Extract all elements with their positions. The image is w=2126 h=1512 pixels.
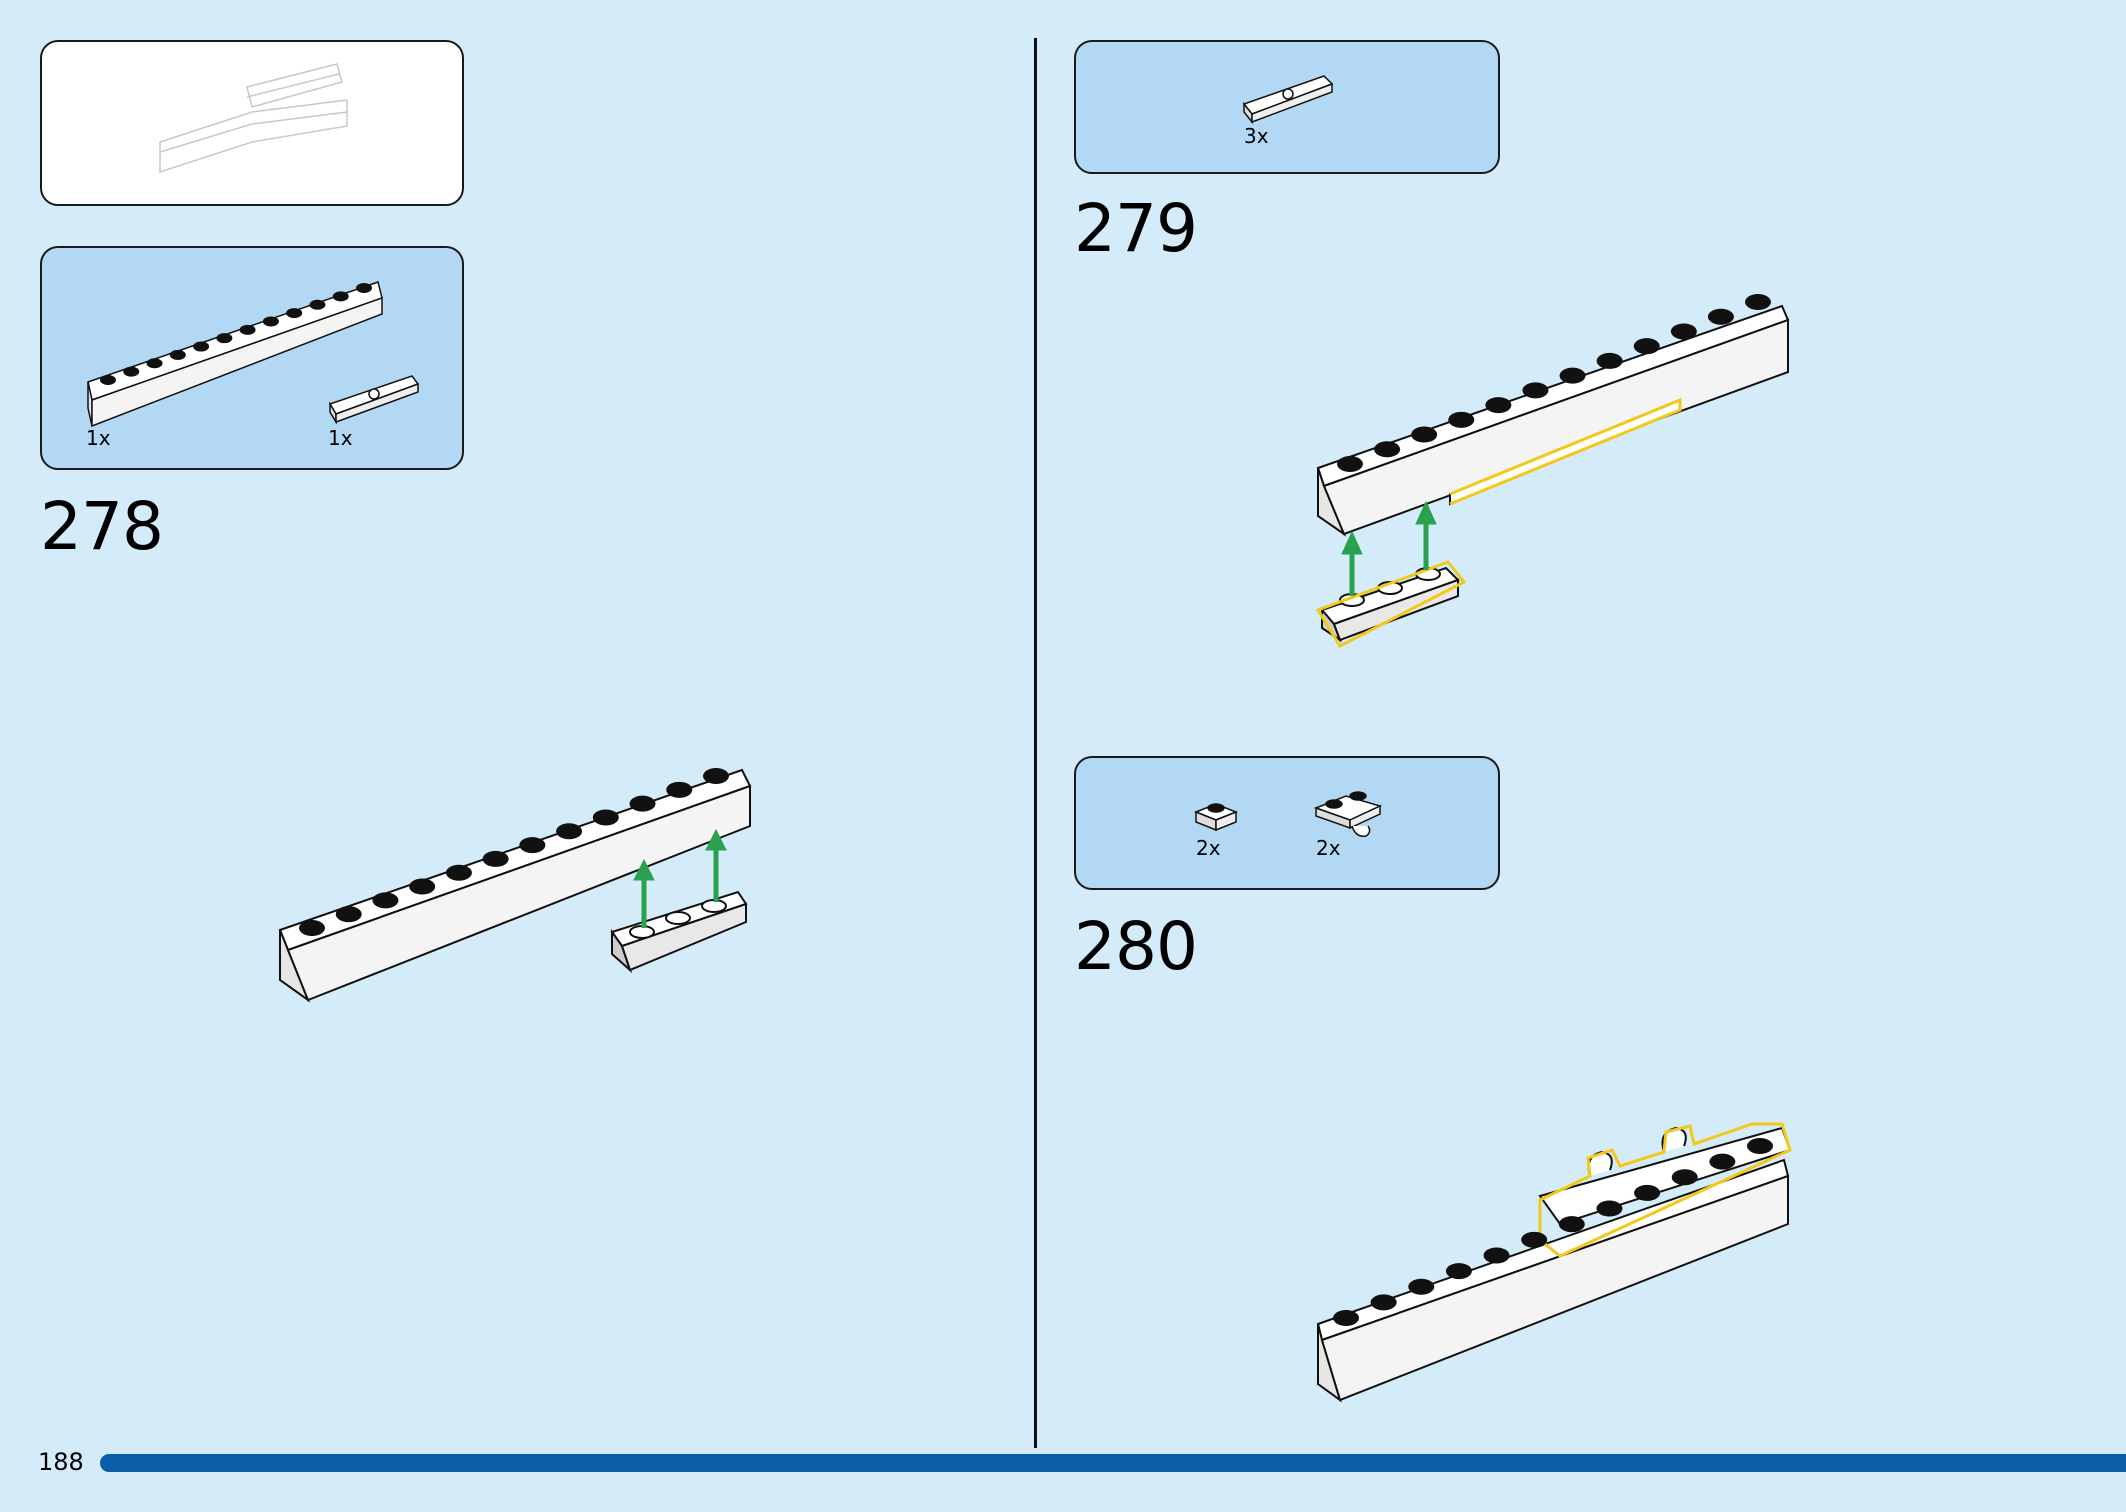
stud bbox=[1370, 1294, 1397, 1311]
part-quantity: 2x bbox=[1196, 836, 1221, 860]
part-quantity: 2x bbox=[1316, 836, 1341, 860]
stud bbox=[1633, 338, 1660, 355]
page-divider bbox=[1034, 38, 1037, 1448]
progress-bar bbox=[100, 1454, 2126, 1472]
plate-1x1-icon bbox=[1193, 803, 1239, 832]
part-quantity: 3x bbox=[1244, 124, 1269, 148]
step-280-parts-box: 2x 2x bbox=[1074, 756, 1500, 890]
stud bbox=[1374, 441, 1401, 458]
stud bbox=[262, 316, 279, 327]
stud bbox=[1745, 294, 1771, 310]
stud bbox=[1408, 1278, 1435, 1295]
stud bbox=[445, 864, 472, 881]
stud bbox=[1445, 1263, 1472, 1280]
part-quantity: 1x bbox=[328, 426, 353, 450]
stud bbox=[1558, 1216, 1585, 1233]
stud bbox=[1337, 456, 1363, 472]
stud bbox=[1747, 1138, 1773, 1154]
stud bbox=[556, 823, 583, 840]
stud bbox=[100, 375, 116, 385]
stud bbox=[146, 358, 163, 369]
stud bbox=[332, 291, 349, 302]
stud bbox=[1559, 367, 1586, 384]
stud bbox=[1448, 411, 1475, 428]
stud bbox=[1670, 323, 1697, 340]
stud bbox=[1333, 1310, 1359, 1326]
stud bbox=[169, 349, 186, 360]
brick-1x16-icon bbox=[87, 281, 383, 428]
stud bbox=[299, 920, 325, 936]
step-278-build-illustration bbox=[278, 768, 752, 1003]
stud bbox=[193, 341, 210, 352]
stud bbox=[286, 308, 303, 319]
stud bbox=[372, 892, 399, 909]
stud bbox=[1522, 382, 1549, 399]
tile-1x2-icon bbox=[1242, 75, 1334, 125]
stud bbox=[1671, 1169, 1698, 1186]
stud bbox=[356, 283, 372, 293]
stud bbox=[1483, 1247, 1510, 1264]
assembly-preview-icon bbox=[159, 63, 348, 174]
stud bbox=[1707, 308, 1734, 325]
assembly-preview-box bbox=[40, 40, 464, 206]
stud bbox=[216, 333, 233, 344]
stud bbox=[1634, 1184, 1661, 1201]
stud bbox=[1485, 397, 1512, 414]
stud bbox=[1596, 1200, 1623, 1217]
step-278-parts-box: 1x 1x bbox=[40, 246, 464, 470]
stud bbox=[703, 768, 729, 784]
stud bbox=[409, 878, 436, 895]
step-number-280: 280 bbox=[1074, 908, 1198, 985]
stud bbox=[482, 850, 509, 867]
tile-1x2-icon bbox=[328, 375, 420, 425]
stud bbox=[666, 781, 693, 798]
stud bbox=[239, 324, 256, 335]
stud bbox=[1521, 1231, 1548, 1248]
stud bbox=[123, 366, 140, 377]
stud bbox=[592, 809, 619, 826]
step-279-parts-box: 3x bbox=[1074, 40, 1500, 174]
step-number-279: 279 bbox=[1074, 190, 1198, 267]
stud bbox=[1596, 352, 1623, 369]
plate-clip-icon bbox=[1313, 791, 1383, 838]
stud bbox=[519, 837, 546, 854]
stud bbox=[1411, 426, 1438, 443]
stud bbox=[1709, 1153, 1736, 1170]
stud bbox=[335, 906, 362, 923]
stud bbox=[309, 299, 326, 310]
page-number: 188 bbox=[38, 1448, 84, 1476]
step-number-278: 278 bbox=[40, 488, 164, 565]
part-quantity: 1x bbox=[86, 426, 111, 450]
stud bbox=[629, 795, 656, 812]
